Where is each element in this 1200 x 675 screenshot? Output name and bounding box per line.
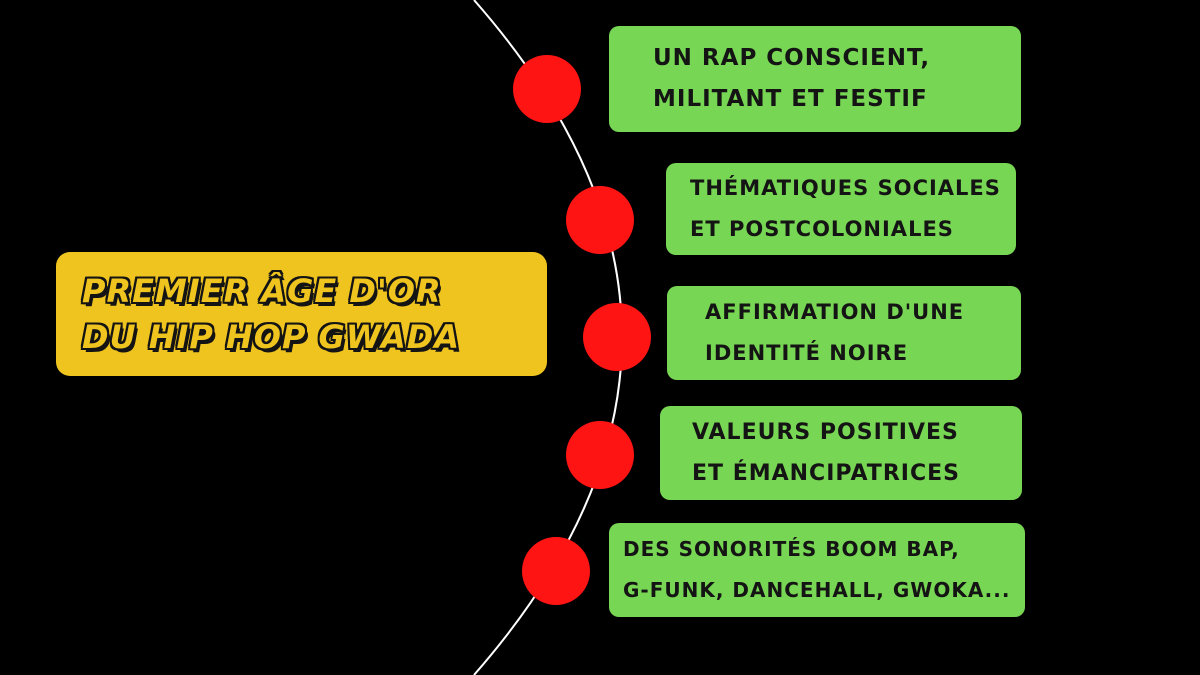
item-line: Valeurs positives [692,420,959,445]
item-line: identité noire [705,341,909,365]
timeline-dot [513,55,581,123]
timeline-dot [566,186,634,254]
title-line: Premier âge d'or [82,272,442,310]
timeline-dot [566,421,634,489]
item-line: Des sonorités boom bap, [623,537,960,561]
item-line: militant et festif [653,86,928,112]
item-box: Des sonorités boom bap, G-funk, dancehal… [609,523,1025,617]
timeline-dot [522,537,590,605]
item-box: Thématiques sociales et postcoloniales [666,163,1016,255]
item-line: Affirmation d'une [705,300,965,324]
item-box: Un rap conscient, militant et festif [609,26,1021,132]
item-box: Valeurs positives et émancipatrices [660,406,1022,500]
item-box: Affirmation d'une identité noire [667,286,1021,380]
item-line: Thématiques sociales [690,176,1001,200]
item-line: et émancipatrices [692,461,960,486]
timeline-dot [583,303,651,371]
item-line: Un rap conscient, [653,45,931,71]
title-box: Premier âge d'or du hip hop Gwada [56,252,547,376]
item-line: et postcoloniales [690,217,954,241]
item-line: G-funk, dancehall, gwoka... [623,578,1011,602]
title-line: du hip hop Gwada [82,318,461,356]
